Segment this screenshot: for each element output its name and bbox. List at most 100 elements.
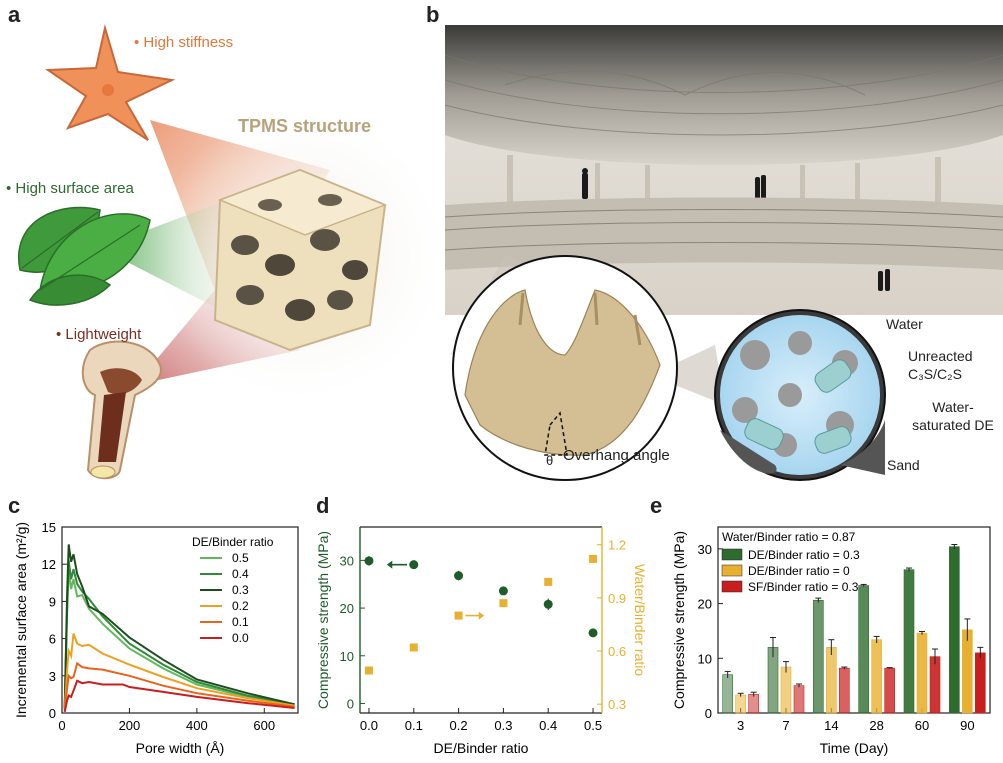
x-tick-label: 7 [782, 718, 789, 733]
panel-b-render [445, 25, 1003, 481]
label-water-saturated-de: Water-saturated DE [912, 399, 994, 433]
x-tick-label: 3 [737, 718, 744, 733]
legend-title: DE/Binder ratio [192, 535, 274, 549]
x-axis-label: Time (Day) [820, 740, 889, 756]
tpms-structure-label: TPMS structure [238, 116, 372, 136]
strength-point [543, 599, 553, 609]
water-binder-point [454, 611, 463, 620]
x-tick-label: 0.3 [494, 718, 512, 733]
bar [722, 674, 733, 714]
plot-frame [717, 526, 991, 714]
y-tick-label: 6 [49, 632, 56, 647]
leaf-icon [17, 206, 151, 306]
series-line-0.0 [63, 679, 295, 713]
y-right-tick-label: 0.3 [608, 697, 626, 712]
bar [884, 667, 895, 714]
panel-a-illustration [17, 24, 440, 480]
bar [839, 667, 850, 714]
bar [871, 639, 882, 714]
x-tick-label: 600 [253, 718, 275, 733]
bar [929, 656, 941, 714]
bar [780, 666, 792, 714]
label-water: Water [886, 316, 923, 332]
bone-icon [81, 340, 162, 480]
legend-header: Water/Binder ratio = 0.87 [722, 530, 856, 544]
y-axis-label: Incremental surface area (m²/g) [13, 522, 29, 718]
x-tick-label: 200 [119, 718, 141, 733]
plot-frame [61, 526, 299, 714]
legend-label: DE/Binder ratio = 0 [748, 564, 850, 578]
series-line-0.3 [63, 544, 295, 709]
legend-label-0.0: 0.0 [232, 631, 249, 645]
y-right-tick-label: 0.9 [608, 591, 626, 606]
x-tick-label: 400 [186, 718, 208, 733]
arrow-right-head [478, 611, 485, 620]
y-tick-label: 12 [42, 557, 56, 572]
theta-label: θ [546, 453, 554, 468]
tpms-cube [213, 168, 388, 352]
x-tick-label: 0.1 [405, 718, 423, 733]
series-line-0.4 [63, 560, 295, 710]
series-line-0.2 [63, 633, 295, 711]
x-axis-label: Pore width (Å) [136, 740, 225, 756]
legend-label: DE/Binder ratio = 0.3 [748, 548, 860, 562]
y-left-tick-label: 0 [347, 696, 354, 711]
y-left-tick-label: 10 [340, 649, 354, 664]
y-right-tick-label: 1.2 [608, 538, 626, 553]
x-tick-label: 28 [869, 718, 883, 733]
bar [903, 569, 915, 714]
legend-label-0.1: 0.1 [232, 615, 249, 629]
x-tick-label: 0.5 [584, 718, 602, 733]
panel-letter-a: a [8, 2, 21, 27]
panel-letter-e: e [650, 493, 663, 518]
strength-point [409, 560, 419, 570]
y-tick-label: 10 [698, 651, 712, 666]
overhang-angle-label: Overhang angle [563, 447, 670, 464]
starfish-icon [44, 24, 176, 141]
x-axis-label: DE/Binder ratio [434, 740, 529, 756]
bar [916, 632, 928, 714]
x-tick-label: 0.2 [450, 718, 468, 733]
bar [975, 652, 986, 714]
y-left-axis-label: Compressive strength (MPa) [315, 531, 331, 709]
legend-label-0.4: 0.4 [232, 567, 249, 581]
y-left-tick-label: 30 [340, 553, 354, 568]
legend-label-0.2: 0.2 [232, 599, 249, 613]
strength-point [454, 571, 464, 581]
label-unreacted: Unreacted C₃S/C₂S [908, 348, 973, 382]
bar [962, 629, 973, 714]
panel-letter-b: b [426, 2, 440, 27]
strength-point [498, 586, 508, 596]
x-tick-label: 0.0 [360, 718, 378, 733]
x-tick-label: 60 [915, 718, 929, 733]
prop-lightweight: • Lightweight [56, 326, 142, 343]
x-tick-label: 90 [960, 718, 974, 733]
prop-high-stiffness: • High stiffness [134, 34, 234, 51]
y-tick-label: 3 [49, 669, 56, 684]
bar [858, 585, 869, 714]
chart-de-binder: 0.0 0.1 0.2 0.3 0.4 0.5 0 10 20 30 0.3 0.6 0.9 1.2DE/… [315, 526, 648, 756]
legend-label: SF/Binder ratio = 0.3 [748, 580, 859, 594]
label-sand: Sand [887, 457, 920, 473]
legend-label-0.3: 0.3 [232, 583, 249, 597]
bar [793, 685, 805, 714]
bar [949, 546, 960, 714]
y-tick-label: 9 [49, 594, 56, 609]
overhang-magnifier [452, 255, 678, 481]
strength-point [588, 628, 598, 638]
y-right-tick-label: 0.6 [608, 644, 626, 659]
strength-point [364, 556, 374, 566]
x-tick-label: 14 [824, 718, 838, 733]
y-tick-label: 0 [49, 706, 56, 721]
arrow-left-head [386, 560, 393, 569]
legend-label-0.5: 0.5 [232, 551, 249, 565]
water-binder-point [589, 554, 598, 563]
bar [748, 694, 759, 714]
y-left-tick-label: 20 [340, 601, 354, 616]
legend-swatch [721, 564, 743, 577]
x-tick-label: 0 [58, 718, 65, 733]
y-right-axis-label: Water/Binder ratio [632, 564, 648, 677]
x-tick-label: 0.4 [539, 718, 557, 733]
